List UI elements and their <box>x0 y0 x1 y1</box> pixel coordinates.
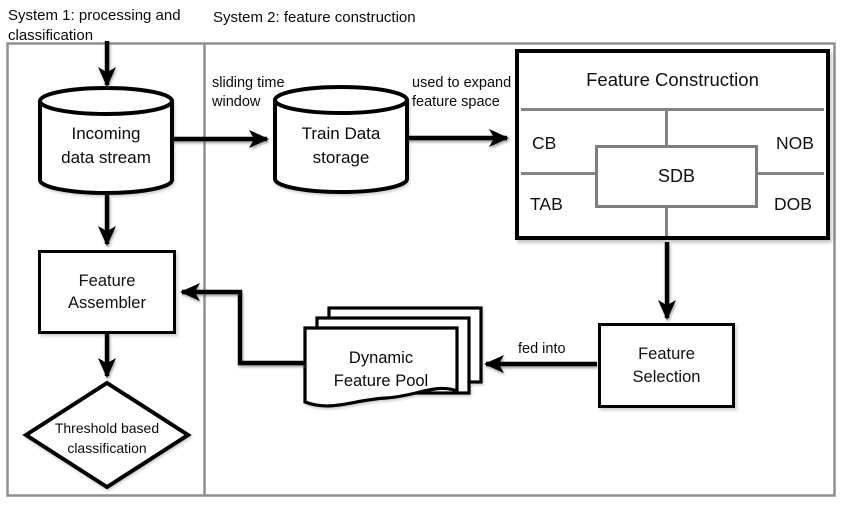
feature-selection-box: Feature Selection <box>598 323 735 408</box>
incoming-data-label: Incoming data stream <box>61 124 151 167</box>
train-data-cylinder-top <box>273 85 409 115</box>
fc-cell-dob: DOB <box>774 194 812 214</box>
fc-cell-nob: NOB <box>776 133 814 153</box>
feature-assembler-label: Feature Assembler <box>68 271 146 312</box>
fc-cell-cb: CB <box>532 133 557 153</box>
used-to-expand-label: used to expand feature space <box>412 75 512 110</box>
system1-label: System 1: processing and classification <box>8 7 181 44</box>
system2-label: System 2: feature construction <box>213 9 416 26</box>
feature-construction-box <box>515 49 830 240</box>
dynamic-feature-pool-label: Dynamic Feature Pool <box>333 349 429 390</box>
incoming-data-cylinder-top <box>38 86 174 116</box>
fc-cell-sdb: SDB <box>595 145 758 208</box>
sliding-time-window-label: sliding time window <box>212 75 285 110</box>
threshold-classification-label: Threshold based classification <box>54 420 160 456</box>
arrow-pool-to-assembler <box>180 283 305 366</box>
fc-grid-hline-top <box>521 108 824 111</box>
feature-assembler-box: Feature Assembler <box>38 250 176 334</box>
fed-into-label: fed into <box>518 341 566 357</box>
systems-frame <box>6 42 836 497</box>
feature-pool-page-front <box>303 326 459 408</box>
incoming-data-cylinder <box>38 101 174 195</box>
train-data-label: Train Data storage <box>301 124 381 167</box>
train-data-cylinder <box>273 100 409 194</box>
feature-selection-label: Feature Selection <box>632 345 701 386</box>
feature-construction-title: Feature Construction <box>586 69 759 90</box>
threshold-diamond <box>22 380 192 490</box>
fc-cell-tab: TAB <box>530 194 563 214</box>
